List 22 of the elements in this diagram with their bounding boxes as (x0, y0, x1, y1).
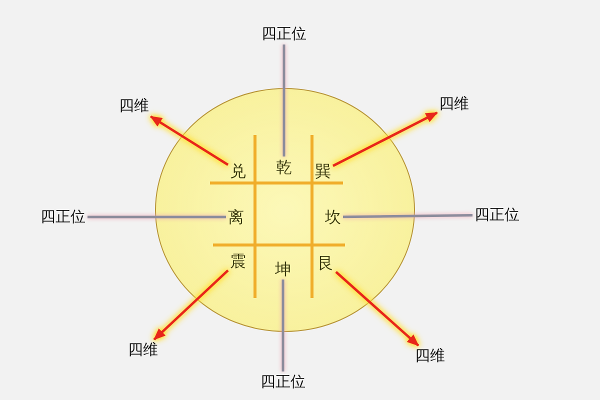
trigram-label: 离 (228, 208, 244, 226)
trigram-label: 坤 (275, 260, 291, 278)
direction-label: 四正位 (474, 206, 520, 224)
connector-line (282, 44, 286, 156)
direction-label: 四正位 (262, 26, 306, 42)
direction-label: 四维 (128, 342, 158, 358)
arrow (150, 115, 229, 166)
trigram-label: 坎 (325, 208, 341, 226)
arrow (332, 112, 438, 168)
direction-label: 四正位 (260, 374, 306, 390)
connector-line (282, 280, 284, 372)
direction-label: 四维 (415, 348, 445, 364)
direction-label: 四维 (119, 98, 149, 114)
trigram-label: 兑 (230, 162, 246, 180)
trigram-label: 震 (230, 252, 246, 270)
direction-label: 四维 (439, 96, 469, 112)
connector-line (342, 214, 473, 218)
trigram-label: 乾 (276, 158, 292, 176)
direction-label: 四正位 (40, 208, 86, 226)
trigram-label: 艮 (318, 254, 334, 272)
trigram-label: 巽 (315, 162, 331, 180)
connector-line (88, 216, 226, 218)
